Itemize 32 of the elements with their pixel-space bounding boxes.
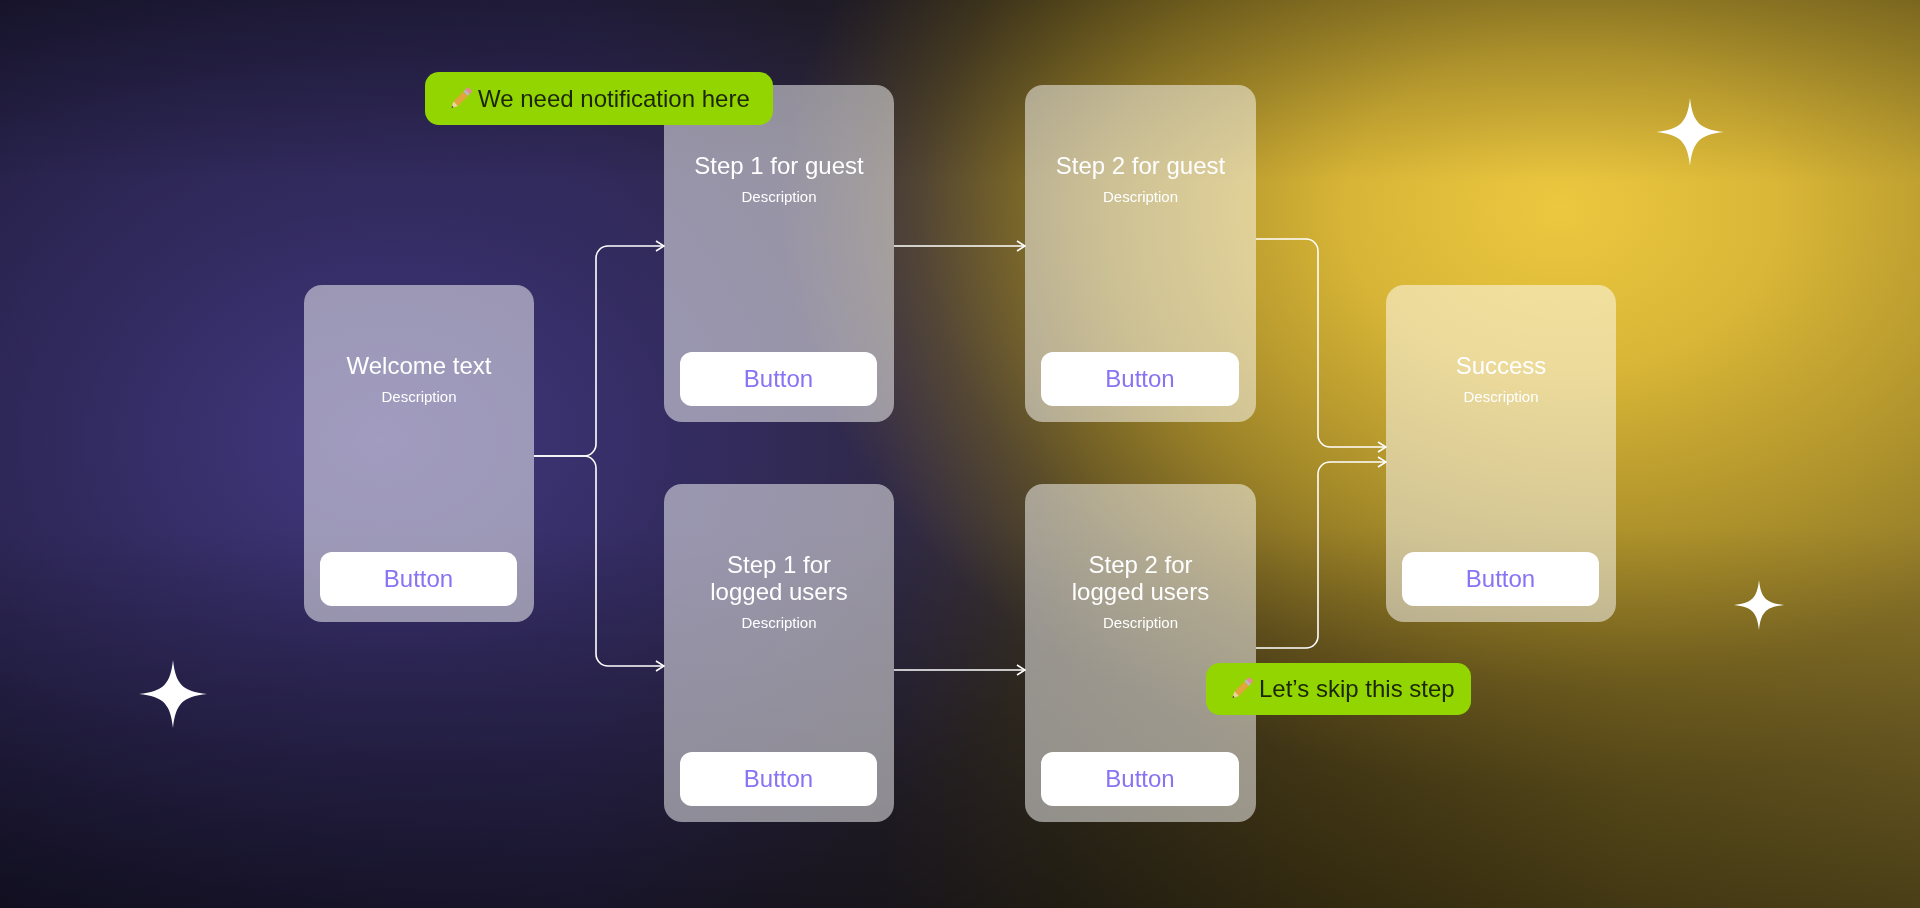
card-title: Step 1 for logged users: [709, 551, 849, 605]
comment-bubble: [1206, 663, 1471, 715]
note-text: We need notification here: [478, 84, 750, 113]
card-title: Step 1 for guest: [694, 152, 864, 179]
card-title: Welcome text: [346, 352, 492, 379]
card-title: Step 2 for logged users: [1071, 551, 1210, 605]
card-description: Description: [1103, 613, 1178, 633]
action-button: Button: [680, 752, 877, 806]
card-title: Step 2 for guest: [1055, 152, 1226, 179]
action-button: Button: [1041, 752, 1239, 806]
comment-bubble: [425, 72, 773, 125]
action-button: Button: [320, 552, 517, 606]
connector-arrow: [1255, 238, 1387, 453]
connector-arrow: [533, 455, 665, 672]
connector-arrow: [1255, 456, 1387, 649]
screen-card: [1386, 285, 1616, 622]
card-description: Description: [381, 387, 457, 407]
screen-card: [1025, 85, 1256, 422]
card-description: Description: [741, 187, 817, 207]
card-description: Description: [1103, 187, 1178, 207]
card-description: Description: [741, 613, 817, 633]
action-button: Button: [680, 352, 877, 406]
screen-card: [1025, 484, 1256, 822]
screen-card: [664, 484, 894, 822]
card-description: Description: [1463, 387, 1539, 407]
connector-arrow: [893, 240, 1026, 252]
connector-arrow: [893, 664, 1026, 676]
note-text: Let’s skip this step: [1259, 675, 1455, 703]
action-button: Button: [1402, 552, 1599, 606]
action-button: Button: [1041, 352, 1239, 406]
screen-card: [304, 285, 534, 622]
card-title: Success: [1455, 352, 1547, 379]
